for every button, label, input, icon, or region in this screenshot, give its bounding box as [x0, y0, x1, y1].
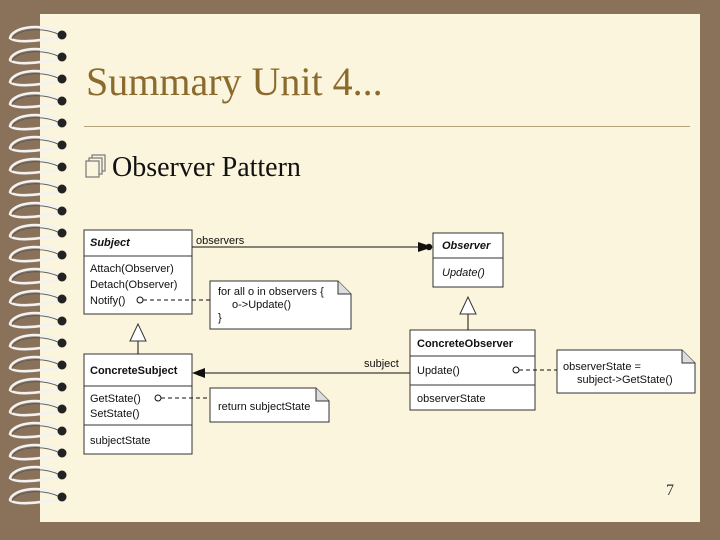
title-divider [84, 126, 690, 127]
concrete-observer-method: Update() [417, 365, 460, 377]
note-stack-bullet-icon [84, 153, 108, 187]
update-note [556, 349, 696, 394]
binding-ring [8, 421, 67, 439]
binding-ring [8, 399, 67, 417]
binding-ring [8, 311, 67, 329]
subject-method: Notify() [90, 295, 125, 307]
notify-note-line: o->Update() [232, 299, 291, 311]
spiral-binding-icon [8, 25, 67, 505]
binding-ring [8, 47, 67, 65]
slide-title: Summary Unit 4... [86, 59, 383, 104]
binding-ring [8, 377, 67, 395]
binding-ring [8, 289, 67, 307]
getstate-note-line: return subjectState [218, 401, 310, 413]
notify-note-line: for all o in observers { [218, 286, 324, 298]
binding-ring [8, 465, 67, 483]
observer-class-name: Observer [442, 240, 491, 252]
binding-ring [8, 201, 67, 219]
binding-ring [8, 135, 67, 153]
binding-ring [8, 443, 67, 461]
binding-ring [8, 487, 67, 505]
binding-ring [8, 267, 67, 285]
subject-method: Detach(Observer) [90, 279, 177, 291]
concrete-subject-attribute: subjectState [90, 435, 151, 447]
binding-ring [8, 157, 67, 175]
page-number: 7 [666, 482, 674, 499]
notify-note-line: } [218, 312, 222, 324]
binding-ring [8, 245, 67, 263]
concrete-subject-class-name: ConcreteSubject [90, 365, 178, 377]
binding-ring [8, 333, 67, 351]
binding-ring [8, 223, 67, 241]
update-note-line: subject->GetState() [577, 374, 673, 386]
binding-ring [8, 355, 67, 373]
binding-ring [8, 91, 67, 109]
binding-ring [8, 69, 67, 87]
observers-role-label: observers [196, 235, 245, 247]
notify-note [209, 280, 352, 330]
observer-class-box [432, 232, 504, 288]
observer-method: Update() [442, 267, 485, 279]
getstate-note [209, 387, 330, 423]
bullet-item: Observer Pattern [84, 152, 301, 187]
binding-ring [8, 113, 67, 131]
binding-ring [8, 25, 67, 43]
concrete-subject-method: SetState() [90, 408, 140, 420]
binding-ring [8, 179, 67, 197]
subject-role-label: subject [364, 358, 399, 370]
concrete-observer-class-name: ConcreteObserver [417, 338, 514, 350]
concrete-observer-attribute: observerState [417, 393, 485, 405]
bullet-text: Observer Pattern [112, 152, 301, 183]
update-note-line: observerState = [563, 361, 641, 373]
subject-class-name: Subject [90, 237, 131, 249]
concrete-subject-method: GetState() [90, 393, 141, 405]
subject-method: Attach(Observer) [90, 263, 174, 275]
concrete-subject-class-box [83, 353, 193, 455]
